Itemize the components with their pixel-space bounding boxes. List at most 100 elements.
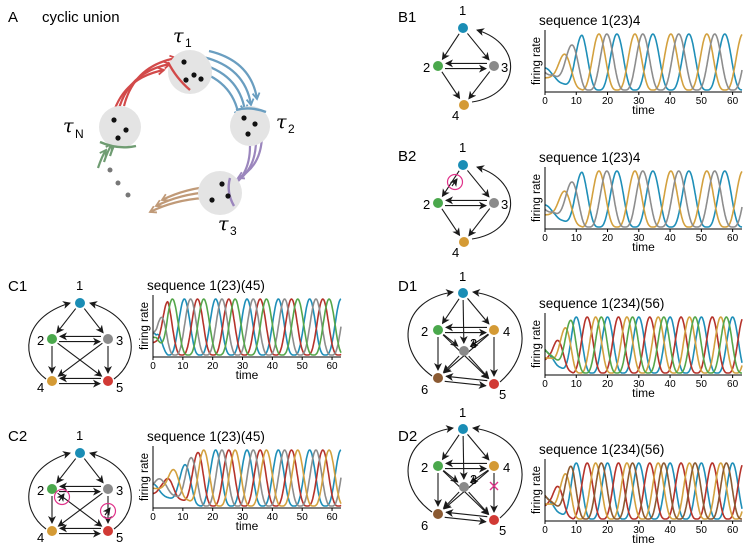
arc-tau1-to-tau2-head: [251, 92, 261, 101]
x-tick-label: 0: [542, 525, 548, 536]
trace-2: [152, 449, 342, 507]
edge-3-to-6: [442, 491, 460, 509]
edge-1-to-3: [83, 458, 104, 484]
svg-text:3: 3: [230, 224, 237, 238]
neuron-dot-12: [115, 135, 121, 141]
trace-1: [544, 462, 743, 520]
node-1: [458, 424, 468, 434]
x-tick-label: 20: [602, 525, 614, 536]
node-label-1: 1: [459, 3, 466, 18]
x-tick-label: 10: [571, 233, 583, 244]
trace-3: [544, 462, 743, 520]
node-2: [47, 334, 57, 344]
x-axis-label: time: [632, 103, 655, 117]
x-tick-label: 0: [542, 233, 548, 244]
node-label-6: 6: [421, 518, 428, 533]
node-label-3: 3: [501, 60, 508, 75]
c1-sequence-title: sequence 1(23)(45): [147, 278, 265, 293]
node-5: [489, 515, 499, 525]
traces: [544, 316, 743, 374]
arc-tau2-to-tau3-head: [236, 171, 245, 180]
node-label-1: 1: [459, 269, 466, 284]
panel-a: A cyclic union τ 1 τ 2 τ 3 τ N: [8, 9, 295, 238]
node-2: [433, 325, 443, 335]
x-tick-label: 10: [571, 525, 583, 536]
node-label-3: 3: [116, 333, 123, 348]
edge-curve-6to1: [407, 425, 454, 513]
b1-edges: [441, 28, 512, 103]
node-1: [75, 448, 85, 458]
arc-tau1-to-tau2-head: [245, 98, 255, 107]
trace-3: [152, 449, 342, 507]
edge-1-to-2: [441, 434, 460, 461]
traces: [544, 170, 743, 228]
b2-sequence-title: sequence 1(23)4: [539, 150, 641, 165]
panel-b2-letter: B2: [398, 148, 416, 165]
edge-3-to-4: [468, 71, 491, 100]
arc-tau3-out-head: [154, 199, 163, 208]
node-5: [103, 376, 113, 386]
node-6: [433, 509, 443, 519]
trace-0: [152, 298, 342, 356]
panel-a-letter: A: [8, 9, 18, 26]
arc-tau3-out-head: [160, 193, 169, 202]
neuron-dot-5: [252, 121, 258, 127]
x-tick-label: 0: [542, 96, 548, 107]
label-tau1: τ 1: [173, 25, 192, 50]
x-tick-label: 40: [665, 96, 677, 107]
x-tick-label: 60: [727, 379, 739, 390]
edge-curve-5to1: [472, 425, 523, 519]
trace-0: [152, 449, 342, 507]
neuron-dot-10: [111, 117, 117, 123]
neuron-dot-11: [123, 127, 129, 133]
ellipsis-dot-2: [115, 180, 121, 186]
x-tick-label: 50: [297, 512, 309, 523]
traces: [152, 449, 342, 507]
edge-5-to-6: [445, 373, 488, 382]
node-label-1: 1: [76, 428, 83, 443]
trace-2: [544, 316, 743, 374]
node-label-2: 2: [37, 333, 44, 348]
neuron-dot-2: [198, 76, 204, 82]
bracket-tau1: [166, 61, 191, 91]
neuron-dot-6: [245, 131, 251, 137]
x-tick-label: 20: [602, 96, 614, 107]
edge-curve-4to1: [471, 165, 512, 240]
x-tick-label: 30: [237, 512, 249, 523]
edge-3-to-4: [468, 208, 491, 237]
neuron-dot-0: [181, 59, 187, 65]
x-tick-label: 20: [602, 379, 614, 390]
edge-1-to-2: [56, 458, 77, 484]
node-3: [103, 334, 113, 344]
d2-sequence-title: sequence 1(234)(56): [539, 442, 664, 457]
node-label-3: 3: [501, 197, 508, 212]
trace-3: [544, 316, 743, 374]
edge-4-to-3: [469, 333, 489, 347]
x-tick-label: 30: [633, 233, 645, 244]
trace-1: [152, 449, 342, 507]
edge-3-to-4: [57, 492, 103, 527]
traces: [152, 298, 342, 356]
node-label-4: 4: [37, 380, 44, 395]
node-2: [433, 461, 443, 471]
x-tick-label: 30: [633, 525, 645, 536]
node-3: [489, 61, 499, 71]
neuron-dot-9: [209, 197, 215, 203]
x-tick-label: 0: [150, 361, 156, 372]
svg-text:τ: τ: [173, 25, 184, 47]
bracket-tau3: [227, 177, 236, 207]
blob-dots: [111, 59, 258, 203]
edge-3-to-4: [57, 342, 103, 377]
panel-a-title: cyclic union: [42, 9, 120, 26]
blob-tau2: [230, 106, 270, 146]
node-label-6: 6: [421, 382, 428, 397]
edge-curve-5to1: [89, 301, 132, 380]
